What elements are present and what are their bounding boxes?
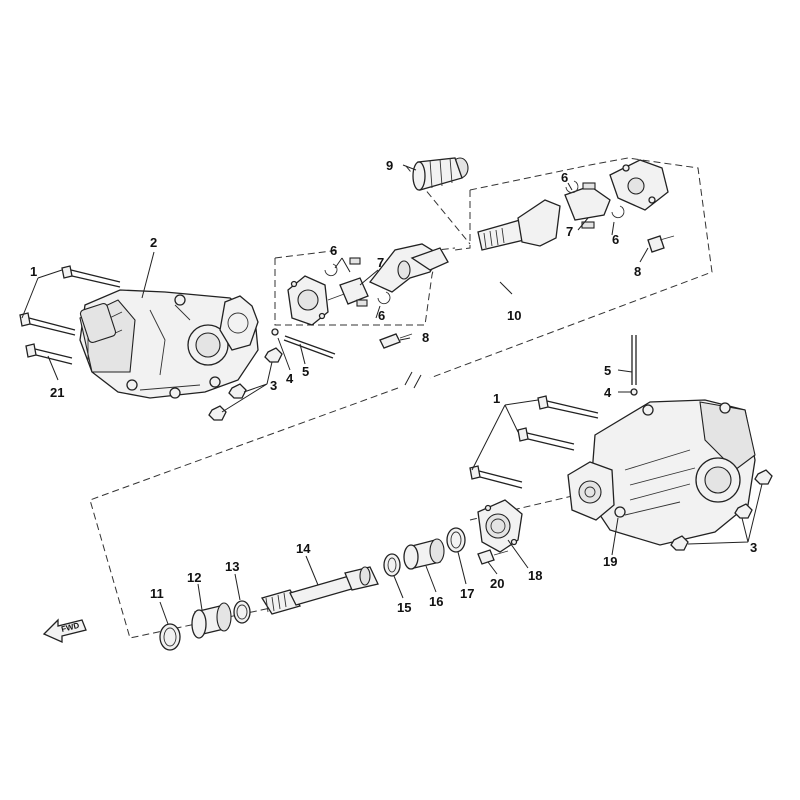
callout-6-lower: 6 bbox=[378, 308, 385, 323]
callout-18: 18 bbox=[528, 568, 542, 583]
left-housing bbox=[79, 289, 259, 399]
leader-lines bbox=[21, 164, 763, 625]
right-long-bolts bbox=[469, 395, 599, 489]
dashed-boundary bbox=[89, 157, 713, 639]
forward-arrow: FWD bbox=[42, 618, 87, 644]
callout-6-right-upper: 6 bbox=[561, 170, 568, 185]
callout-8: 8 bbox=[422, 330, 429, 345]
right-housing bbox=[567, 335, 756, 546]
callout-17: 17 bbox=[460, 586, 474, 601]
callout-labels: 1 2 21 3 4 5 6 6 7 8 9 6 6 7 8 10 5 4 1 … bbox=[30, 158, 757, 615]
upper-right-shaft-ujoint bbox=[477, 159, 675, 253]
callout-2: 2 bbox=[150, 235, 157, 250]
callout-7-right: 7 bbox=[566, 224, 573, 239]
callout-4: 4 bbox=[286, 371, 294, 386]
callout-20: 20 bbox=[490, 576, 504, 591]
callout-13: 13 bbox=[225, 559, 239, 574]
callout-3-right: 3 bbox=[750, 540, 757, 555]
left-nuts-and-stud bbox=[208, 328, 336, 421]
callout-6-right-lower: 6 bbox=[612, 232, 619, 247]
callout-21: 21 bbox=[50, 385, 64, 400]
callout-1-right: 1 bbox=[493, 391, 500, 406]
callout-3: 3 bbox=[270, 378, 277, 393]
callout-8-right: 8 bbox=[634, 264, 641, 279]
callout-19: 19 bbox=[603, 554, 617, 569]
fwd-label: FWD bbox=[60, 621, 80, 634]
callout-5: 5 bbox=[302, 364, 309, 379]
callout-10: 10 bbox=[507, 308, 521, 323]
right-nuts bbox=[670, 469, 773, 551]
callout-5-right: 5 bbox=[604, 363, 611, 378]
callout-14: 14 bbox=[296, 541, 311, 556]
callout-11: 11 bbox=[150, 586, 164, 601]
callout-6-upper: 6 bbox=[330, 243, 337, 258]
middle-flange-ujoint bbox=[287, 243, 449, 349]
rubber-boot bbox=[412, 157, 469, 191]
callout-12: 12 bbox=[187, 570, 201, 585]
callout-15: 15 bbox=[397, 600, 411, 615]
callout-9: 9 bbox=[386, 158, 393, 173]
lower-shaft-assembly bbox=[159, 499, 523, 651]
callout-1: 1 bbox=[30, 264, 37, 279]
callout-4-right: 4 bbox=[604, 385, 612, 400]
callout-7: 7 bbox=[377, 255, 384, 270]
callout-16: 16 bbox=[429, 594, 443, 609]
